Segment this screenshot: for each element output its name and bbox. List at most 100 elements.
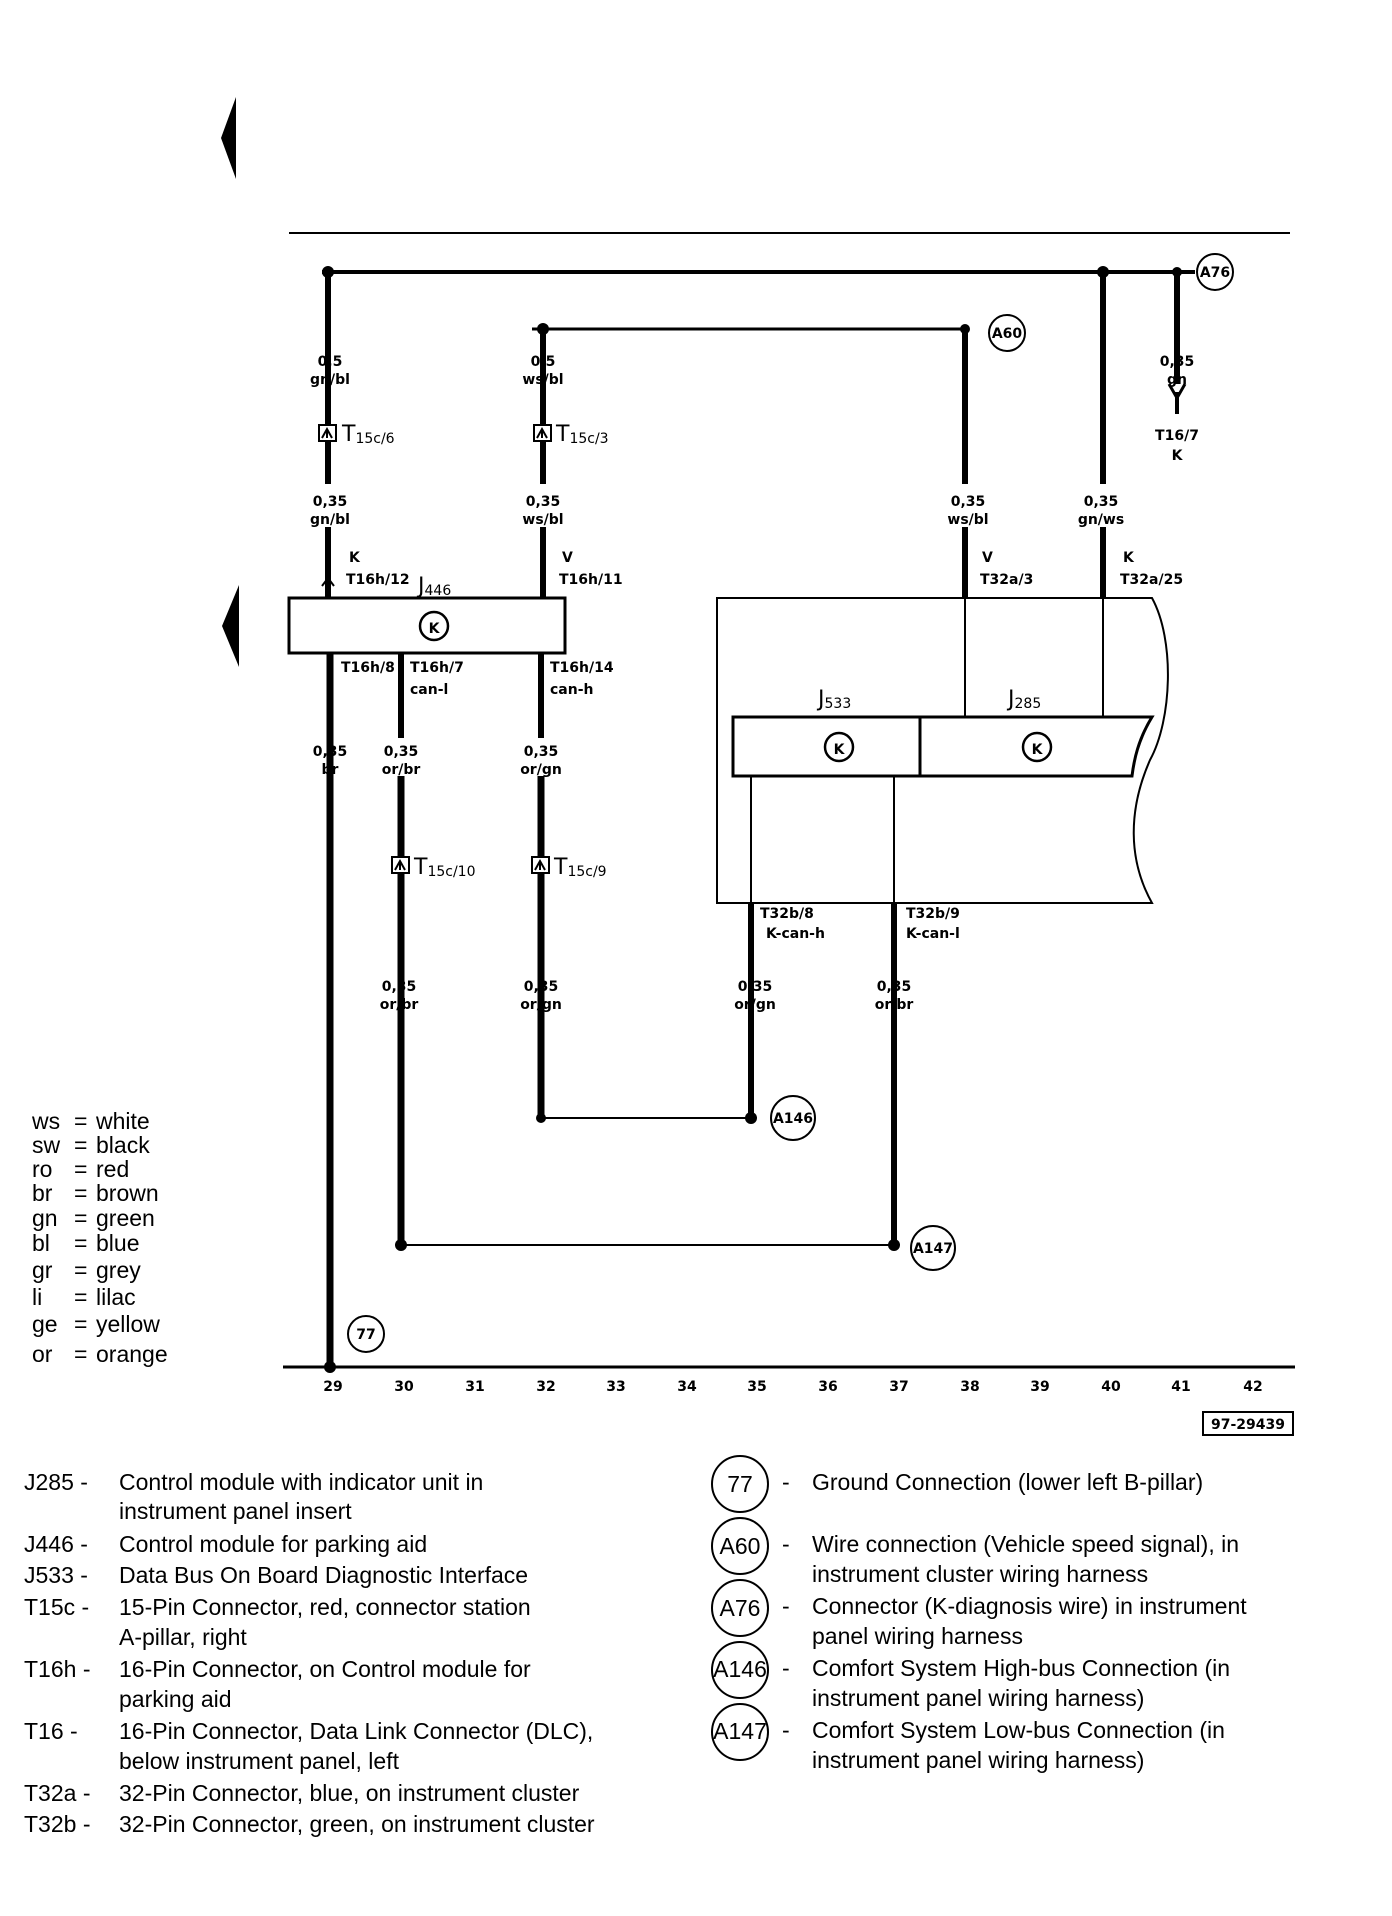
svg-text:or/br: or/br [875, 997, 914, 1013]
lower-wiring [326, 653, 897, 1367]
t16-7-connector: T16/7 K [1155, 383, 1199, 464]
svg-text:instrument cluster wiring harn: instrument cluster wiring harness [812, 1561, 1148, 1587]
t15c10-sub: 15c/10 [427, 864, 475, 880]
svg-text:=: = [74, 1311, 87, 1337]
svg-text:or/gn: or/gn [520, 997, 562, 1013]
svg-text:30: 30 [394, 1379, 414, 1395]
svg-text:T15c/10: T15c/10 [413, 855, 476, 880]
svg-text:instrument panel insert: instrument panel insert [119, 1498, 352, 1524]
svg-text:or/br: or/br [380, 997, 419, 1013]
svg-text:K: K [1123, 550, 1135, 566]
svg-text:=: = [74, 1230, 87, 1256]
k-symbol-icon: K [834, 742, 846, 758]
svg-text:or/br: or/br [382, 762, 421, 778]
wire-color-legend: ws=white sw=black ro=red br=brown gn=gre… [31, 1108, 168, 1367]
svg-text:ws/bl: ws/bl [522, 512, 563, 528]
svg-text:T15c/3: T15c/3 [555, 422, 609, 447]
svg-text:sw: sw [32, 1132, 61, 1158]
svg-text:A146: A146 [713, 1656, 767, 1682]
svg-text:K-can-l: K-can-l [906, 926, 960, 942]
svg-text:-: - [782, 1655, 790, 1681]
svg-text:ws/bl: ws/bl [947, 512, 988, 528]
svg-text:16-Pin Connector, Data Link Co: 16-Pin Connector, Data Link Connector (D… [119, 1718, 593, 1744]
svg-text:T16 -: T16 - [24, 1718, 78, 1744]
svg-text:T16h/7: T16h/7 [410, 660, 464, 676]
j446-main: J [416, 574, 425, 599]
svg-text:-: - [782, 1469, 790, 1495]
svg-text:0,5: 0,5 [318, 354, 343, 370]
svg-text:or/gn: or/gn [734, 997, 776, 1013]
pin-labels-upper: K T16h/12 V T16h/11 V T32a/3 K T32a/25 [321, 550, 1183, 598]
svg-text:bl: bl [32, 1230, 50, 1256]
svg-text:0,35: 0,35 [877, 979, 912, 995]
t15c6-sub: 15c/6 [355, 431, 394, 447]
svg-text:15-Pin Connector, red, connect: 15-Pin Connector, red, connector station [119, 1594, 531, 1620]
svg-text:0,35: 0,35 [382, 979, 417, 995]
svg-text:brown: brown [96, 1180, 159, 1206]
svg-text:ws: ws [31, 1108, 60, 1134]
t15c9-main: T [553, 855, 568, 880]
previous-page-arrow-mid[interactable] [222, 585, 239, 667]
svg-text:0,35: 0,35 [1084, 494, 1119, 510]
svg-text:or/gn: or/gn [520, 762, 562, 778]
svg-text:=: = [74, 1284, 87, 1310]
svg-text:32-Pin Connector, blue, on ins: 32-Pin Connector, blue, on instrument cl… [119, 1780, 580, 1806]
svg-text:li: li [32, 1284, 42, 1310]
svg-text:A-pillar, right: A-pillar, right [119, 1624, 247, 1650]
svg-text:V: V [562, 550, 573, 566]
pin-labels-lower: T16h/8 T16h/7 can-l T16h/14 can-h T32b/8… [341, 660, 960, 942]
svg-text:37: 37 [889, 1379, 908, 1395]
svg-text:=: = [74, 1108, 87, 1134]
svg-text:gn: gn [32, 1205, 58, 1231]
svg-text:0,35: 0,35 [524, 744, 559, 760]
svg-text:gr: gr [32, 1257, 53, 1283]
svg-text:can-l: can-l [410, 682, 448, 698]
svg-text:red: red [96, 1156, 129, 1182]
svg-text:32: 32 [536, 1379, 555, 1395]
svg-text:K: K [349, 550, 361, 566]
svg-text:31: 31 [465, 1379, 484, 1395]
svg-text:29: 29 [323, 1379, 342, 1395]
junction-dots-lower [324, 1112, 900, 1373]
svg-text:-: - [782, 1593, 790, 1619]
previous-page-arrow-top[interactable] [221, 97, 236, 179]
svg-text:42: 42 [1243, 1379, 1262, 1395]
svg-text:J285: J285 [1006, 687, 1041, 712]
t15c6-connector: T15c/6 [318, 350, 395, 447]
t15c3-main: T [555, 422, 570, 447]
node-a147: A147 [910, 1225, 956, 1271]
wire-labels-upper: 0,5 gn/bl 0,35 gn/bl 0,5 ws/bl 0,35 ws/b… [310, 354, 1194, 528]
t16-7-pin: K [1172, 448, 1184, 464]
svg-text:grey: grey [96, 1257, 141, 1283]
wire-labels-lower: 0,35 br 0,35 or/br 0,35 or/gn 0,35 or/br… [313, 744, 914, 1013]
svg-text:0,35: 0,35 [384, 744, 419, 760]
svg-text:0,35: 0,35 [524, 979, 559, 995]
svg-text:K-can-h: K-can-h [766, 926, 825, 942]
svg-text:T32a/25: T32a/25 [1120, 572, 1183, 588]
svg-text:T32b -: T32b - [24, 1811, 90, 1837]
t15c6-main: T [341, 422, 356, 447]
svg-text:black: black [96, 1132, 150, 1158]
t15c3-sub: 15c/3 [569, 431, 608, 447]
svg-text:T15c/9: T15c/9 [553, 855, 607, 880]
t15c3-connector: T15c/3 [533, 350, 609, 447]
svg-text:97-29439: 97-29439 [1211, 1417, 1285, 1433]
t15c9-sub: 15c/9 [567, 864, 606, 880]
svg-text:J533: J533 [816, 687, 851, 712]
diagram-reference: 97-29439 [1202, 1411, 1294, 1436]
t16-7-label: T16/7 [1155, 428, 1199, 444]
svg-text:Comfort System High-bus Connec: Comfort System High-bus Connection (in [812, 1655, 1230, 1681]
svg-text:Comfort System Low-bus Connect: Comfort System Low-bus Connection (in [812, 1717, 1225, 1743]
svg-text:A60: A60 [720, 1533, 761, 1559]
j446-sub: 446 [425, 583, 452, 599]
svg-text:Connector (K-diagnosis wire) i: Connector (K-diagnosis wire) in instrume… [812, 1593, 1247, 1619]
svg-text:gn/bl: gn/bl [310, 372, 350, 388]
svg-text:A147: A147 [913, 1241, 953, 1257]
svg-text:lilac: lilac [96, 1284, 136, 1310]
svg-text:white: white [95, 1108, 150, 1134]
t15c10-main: T [413, 855, 428, 880]
svg-text:T32a/3: T32a/3 [980, 572, 1033, 588]
svg-text:Control module with indicator: Control module with indicator unit in [119, 1469, 483, 1495]
svg-text:-: - [782, 1531, 790, 1557]
